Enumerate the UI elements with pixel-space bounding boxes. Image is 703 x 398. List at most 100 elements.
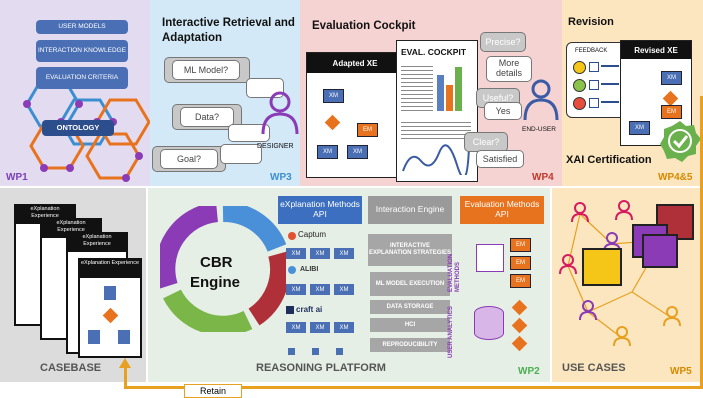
analytics-chart-icon [476, 244, 504, 272]
node-diamond [511, 299, 528, 316]
bubble-goal: Goal? [160, 149, 218, 169]
cockpit-text-lines [401, 63, 433, 113]
evaluation-criteria-pill: EVALUATION CRITERIA [36, 67, 128, 89]
bubble-ml-model-right [246, 78, 284, 98]
wp4-tag: WP4 [532, 172, 554, 183]
node-xm: XM [661, 71, 682, 85]
node-xm: XM [334, 284, 354, 295]
bubble-data: Data? [180, 107, 234, 127]
end-user-icon [523, 79, 559, 121]
xe-card: eXplanation Experience [78, 258, 142, 358]
node-xm: XM [629, 121, 650, 135]
hci-box: HCI [370, 318, 450, 332]
node-em: EM [357, 123, 378, 137]
node-diamond [662, 90, 679, 107]
craft-ai-label: craft ai [296, 305, 323, 314]
retain-arrow-vertical [124, 366, 127, 388]
xe-card-title: eXplanation Experience [80, 260, 140, 278]
node-em: EM [510, 274, 531, 288]
node-xm: XM [286, 248, 306, 259]
wp1-tag: WP1 [6, 172, 28, 183]
smile-sad-icon [573, 97, 586, 110]
adapted-xe-card: Adapted XE XM EM XM XM [306, 52, 404, 178]
wp45-tag: WP4&5 [658, 172, 693, 183]
eval-cockpit-title: EVAL. COCKPIT [401, 47, 467, 57]
more-dot [288, 348, 295, 355]
feedback-line [601, 65, 619, 67]
mini-node [88, 330, 100, 344]
database-icon [474, 306, 504, 340]
trend-line-chart [402, 144, 470, 175]
chart-bar [446, 85, 453, 111]
wp5-tag: WP5 [670, 366, 692, 377]
more-dot [312, 348, 319, 355]
q-precise: Precise? [480, 32, 526, 52]
captum-logo-icon [288, 232, 296, 240]
use-cases-panel: USE CASES WP5 [552, 188, 703, 382]
interactive-strategies-box: INTERACTIVE EXPLANATION STRATEGIES [368, 234, 452, 266]
node-xm: XM [310, 284, 330, 295]
smile-happy-icon [573, 61, 586, 74]
wp3-tag: WP3 [270, 172, 292, 183]
node-xm: XM [310, 322, 330, 333]
xe-card-title: eXplanation Experience [68, 234, 126, 252]
chart-bar [455, 67, 462, 111]
revision-title: Revision [568, 16, 614, 28]
mini-node [104, 286, 116, 300]
revised-xe-title: Revised XE [621, 41, 691, 59]
feedback-line [601, 101, 619, 103]
use-case-card-icon [582, 248, 622, 286]
end-user-label: END-USER [522, 126, 556, 133]
bubble-goal-right [220, 144, 262, 164]
use-cases-label: USE CASES [562, 362, 626, 374]
chart-bar [437, 75, 444, 111]
node-xm: XM [323, 89, 344, 103]
adapted-xe-title: Adapted XE [307, 53, 403, 73]
feedback-card: FEEDBACK [566, 42, 626, 118]
xm-row: XM XM XM [286, 322, 354, 333]
node-xm: XM [334, 248, 354, 259]
user-analytics-label: USER ANALYTICS [448, 306, 454, 358]
revision-loop-line [700, 96, 703, 388]
checkbox-icon [589, 80, 599, 90]
wp4-panel: Evaluation Cockpit Adapted XE XM EM XM X… [300, 0, 562, 186]
retain-arrow-line [124, 386, 703, 389]
craft-ai-logo-icon [286, 306, 294, 314]
q-clear: Clear? [464, 132, 508, 152]
interaction-engine-header: Interaction Engine [368, 196, 452, 224]
evaluation-methods-api-header: Evaluation Methods API [460, 196, 544, 224]
reasoning-platform-label: REASONING PLATFORM [256, 362, 386, 374]
bubble-data-right [228, 124, 270, 142]
retain-arrow-head-icon [119, 358, 131, 368]
wp1-panel: USER MODELS INTERACTION KNOWLEDGE EVALUA… [0, 0, 150, 186]
checkbox-icon [589, 62, 599, 72]
ontology-pill: ONTOLOGY [42, 120, 114, 136]
node-em: EM [510, 256, 531, 270]
reproducibility-box: REPRODUCIBILITY [370, 338, 450, 352]
eval-cockpit-doc: EVAL. COCKPIT [396, 40, 478, 182]
mini-node [118, 330, 130, 344]
reasoning-platform-panel: CBR Engine eXplanation Methods API Captu… [148, 188, 550, 382]
node-diamond [102, 307, 119, 324]
casebase-panel: eXplanation Experience eXplanation Exper… [0, 188, 146, 382]
alibi-label: ALIBI [300, 266, 319, 273]
node-xm: XM [317, 145, 338, 159]
user-models-pill: USER MODELS [36, 20, 128, 34]
casebase-label: CASEBASE [40, 362, 102, 374]
wp3-panel: Interactive Retrieval and Adaptation ML … [150, 0, 300, 186]
interaction-knowledge-pill: INTERACTION KNOWLEDGE [36, 40, 128, 62]
cbr-engine-line2: Engine [190, 274, 241, 291]
node-xm: XM [347, 145, 368, 159]
node-xm: XM [334, 322, 354, 333]
alibi-logo-icon [288, 266, 296, 274]
cbr-engine-line1: CBR [200, 254, 233, 271]
smile-neutral-icon [573, 79, 586, 92]
designer-icon [261, 91, 299, 135]
ml-model-execution-box: ML MODEL EXECUTION [370, 272, 450, 296]
node-xm: XM [286, 322, 306, 333]
node-diamond [324, 114, 341, 131]
feedback-title: FEEDBACK [575, 48, 608, 54]
cbr-cycle-ring [160, 206, 286, 332]
node-diamond [511, 317, 528, 334]
